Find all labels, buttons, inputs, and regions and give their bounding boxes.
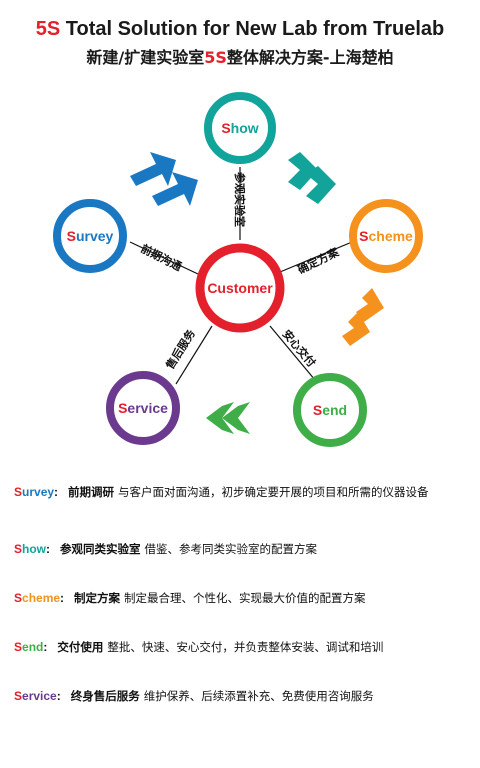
spoke-send: [269, 325, 321, 387]
title-cn-5s: 5S: [204, 48, 227, 67]
legend-keyword: Scheme:: [14, 591, 65, 605]
chevron: [342, 312, 370, 346]
spoke-survey: [129, 241, 199, 275]
chevron: [152, 172, 198, 206]
legend-row-service: Service: 终身售后服务维护保养、后续添置补充、免费使用咨询服务: [14, 688, 374, 704]
node-service: Service: [106, 371, 180, 445]
legend-row-survey: Survey: 前期调研与客户面对面沟通，初步确定要开展的项目和所需的仪器设备: [14, 484, 429, 500]
node-customer-label: Customer: [207, 280, 273, 296]
legend-row-scheme: Scheme: 制定方案制定最合理、个性化、实现最大价值的配置方案: [14, 590, 366, 606]
spoke-scheme: [279, 241, 353, 273]
node-scheme-label: Scheme: [359, 228, 413, 244]
chevron: [222, 402, 250, 434]
spoke-label-show: 参观实验室: [233, 172, 247, 227]
node-customer: Customer: [195, 243, 285, 333]
chevron: [130, 152, 176, 186]
chevron: [356, 288, 384, 322]
cycle-diagram: 参观实验室 确定方案 安心交付 售后服务 前期沟通 Show Scheme Se…: [53, 92, 423, 447]
legend-row-send: Send: 交付使用整批、快速、安心交付，并负责整体安装、调试和培训: [14, 639, 383, 655]
spoke-service: [175, 325, 213, 385]
spoke-label-service: 售后服务: [162, 326, 198, 372]
legend-heading: 制定方案: [74, 591, 121, 605]
arrow-send-to-service: [206, 402, 250, 434]
title-cn-c: 整体解决方案-上海楚柏: [226, 48, 394, 67]
node-service-label: Service: [118, 400, 168, 416]
node-scheme: Scheme: [349, 199, 423, 273]
spoke-label-scheme: 确定方案: [295, 244, 342, 276]
spoke-label-survey: 前期沟通: [139, 241, 185, 273]
arrow-scheme-to-send: [342, 288, 384, 346]
legend-desc: 维护保养、后续添置补充、免费使用咨询服务: [143, 689, 374, 703]
legend-keyword: Show:: [14, 542, 51, 556]
legend-desc: 与客户面对面沟通，初步确定要开展的项目和所需的仪器设备: [118, 485, 429, 499]
arrow-survey-to-show: [130, 152, 198, 206]
chevron: [306, 166, 336, 204]
node-show-label: Show: [221, 120, 258, 136]
legend-heading: 前期调研: [68, 485, 115, 499]
legend-desc: 整批、快速、安心交付，并负责整体安装、调试和培训: [107, 640, 384, 654]
legend-heading: 终身售后服务: [70, 689, 140, 703]
legend-row-show: Show: 参观同类实验室借鉴、参考同类实验室的配置方案: [14, 541, 317, 557]
node-send: Send: [293, 373, 367, 447]
chevron: [206, 402, 234, 434]
node-survey-label: Survey: [67, 228, 114, 244]
title-line-1: 5S Total Solution for New Lab from Truel…: [0, 18, 480, 41]
node-survey: Survey: [53, 199, 127, 273]
title-5s: 5S: [35, 18, 61, 40]
legend-heading: 参观同类实验室: [60, 542, 141, 556]
node-send-label: Send: [313, 402, 347, 418]
legend-keyword: Survey:: [14, 485, 59, 499]
legend-keyword: Service:: [14, 689, 61, 703]
legend-keyword: Send:: [14, 640, 48, 654]
legend-desc: 制定最合理、个性化、实现最大价值的配置方案: [124, 591, 366, 605]
spoke-label-send: 安心交付: [280, 327, 319, 370]
title-english: Total Solution for New Lab from Truelab: [60, 18, 445, 40]
chevron: [288, 152, 318, 190]
title-cn-a: 新建/扩建实验室: [86, 48, 205, 67]
node-show: Show: [204, 92, 276, 164]
title-line-2: 新建/扩建实验室5S整体解决方案-上海楚柏: [0, 44, 480, 68]
legend-heading: 交付使用: [57, 640, 104, 654]
legend-desc: 借鉴、参考同类实验室的配置方案: [144, 542, 318, 556]
arrow-show-to-scheme: [288, 152, 336, 204]
